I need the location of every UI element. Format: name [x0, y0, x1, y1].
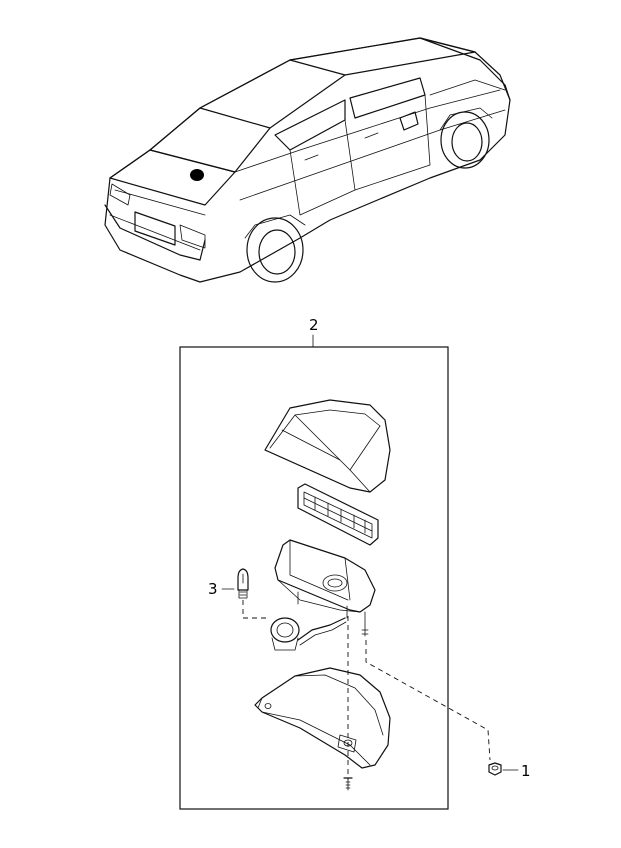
- lamp-housing: [274, 539, 376, 637]
- car-illustration: [104, 37, 511, 283]
- bulb: [237, 568, 249, 599]
- callout-3-label: 3: [208, 580, 218, 598]
- lamp-location-marker: [190, 169, 204, 181]
- lamp-bracket: [254, 667, 391, 769]
- callout-2-label: 2: [309, 316, 319, 334]
- lamp-cover: [264, 399, 391, 493]
- lamp-lens: [297, 483, 379, 546]
- nut: [488, 762, 502, 776]
- assembly-frame: [179, 346, 449, 810]
- bulb-socket: [270, 617, 347, 651]
- callout-1-label: 1: [521, 762, 531, 780]
